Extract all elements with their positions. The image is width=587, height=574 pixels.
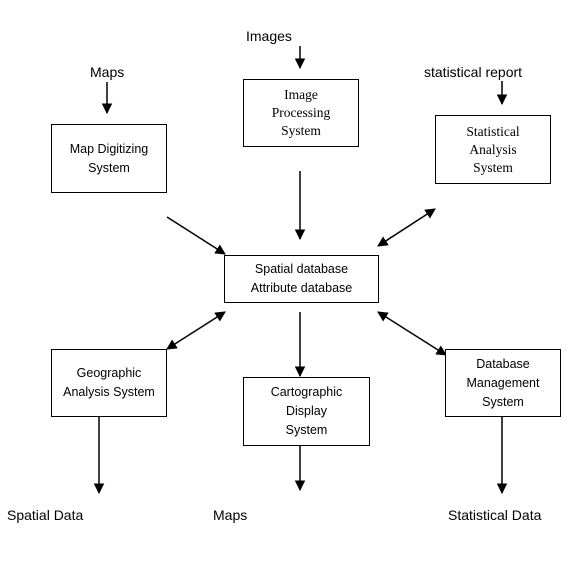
arrow-statistical-analysis-to-spatial-database [377, 208, 436, 247]
input-label-statistical-report: statistical report [424, 64, 523, 80]
node-spatial-attribute-database: Spatial database Attribute database [224, 255, 379, 303]
input-label-maps: Maps [90, 64, 125, 80]
node-database-management-system: Database Management System [445, 349, 561, 417]
node-cartographic-display-system: Cartographic Display System [243, 377, 370, 446]
arrow-map-digitizing-to-spatial-database [166, 216, 226, 255]
node-image-processing-system: Image Processing System [243, 79, 359, 147]
node-geographic-analysis-system: Geographic Analysis System [51, 349, 167, 417]
output-label-statistical-data: Statistical Data [448, 507, 542, 523]
output-label-spatial-data: Spatial Data [7, 507, 84, 523]
input-label-images: Images [246, 28, 292, 44]
arrow-geographic-analysis-to-spatial-database [166, 311, 226, 350]
node-statistical-analysis-system: Statistical Analysis System [435, 115, 551, 184]
node-map-digitizing-system: Map Digitizing System [51, 124, 167, 193]
output-label-maps: Maps [213, 507, 248, 523]
arrow-database-management-to-spatial-database [377, 311, 447, 356]
